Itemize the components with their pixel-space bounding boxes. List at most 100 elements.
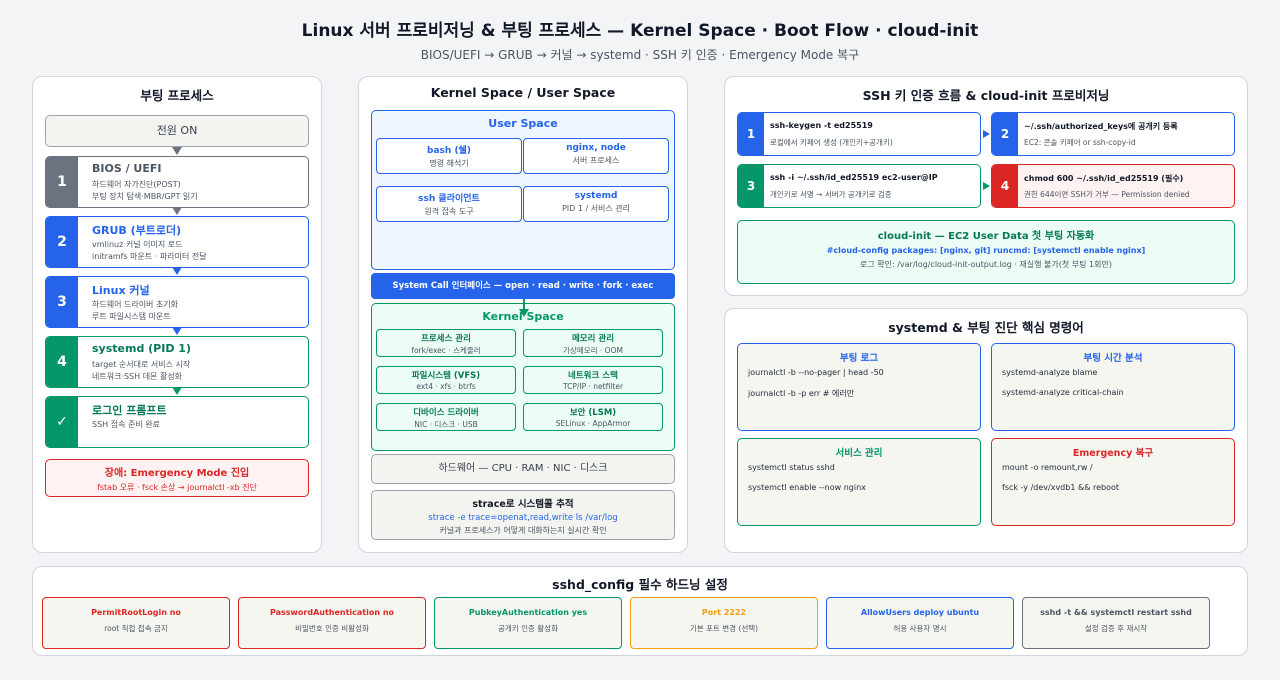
item-title: 메모리 관리 (571, 334, 615, 344)
cloud-init-title: cloud-init — EC2 User Data 첫 부팅 자동화 (877, 231, 1095, 242)
ssh-step-keygen: 1 ssh-keygen -t ed25519 로컬에서 키페어 생성 (개인키… (737, 112, 981, 156)
item-desc: 명령 해석기 (429, 159, 469, 168)
boot-step-grub: 2 GRUB (부트로더) vmlinuz 커널 이미지 로드 initramf… (45, 216, 309, 268)
item-title: 네트워크 스택 (568, 371, 618, 381)
sshd-item-pubkey-auth: PubkeyAuthentication yes 공개키 인증 활성화 (434, 597, 622, 649)
cmd-line: systemd-analyze critical-chain (1002, 388, 1124, 397)
cmd-line: fsck -y /dev/xvdb1 && reboot (1002, 483, 1120, 492)
step-number: 4 (992, 165, 1018, 207)
cloud-init-desc: 로그 확인: /var/log/cloud-init-output.log · … (860, 260, 1112, 269)
boot-step-systemd: 4 systemd (PID 1) target 순서대로 서비스 시작 네트워… (45, 336, 309, 388)
step-title: systemd (PID 1) (92, 342, 191, 355)
fault-desc: fstab 오류 · fsck 손상 → journalctl -xb 진단 (97, 483, 257, 492)
boot-process-panel: 부팅 프로세스 전원 ON 1 BIOS / UEFI 하드웨어 자가진단(PO… (32, 76, 322, 553)
step-title: ~/.ssh/authorized_keys에 공개키 등록 (1024, 122, 1178, 131)
item-title: ssh 클라이언트 (418, 194, 480, 204)
step-desc: 권한 644이면 SSH가 거부 — Permission denied (1024, 190, 1190, 199)
step-number: 2 (46, 217, 78, 267)
item-desc: NIC · 디스크 · USB (414, 420, 478, 429)
step-desc: 네트워크·SSH 데몬 활성화 (92, 372, 183, 381)
sshd-item-desc: 설정 검증 후 재시작 (1084, 624, 1148, 633)
step-title: 로그인 프롬프트 (92, 404, 167, 417)
step-number: 3 (738, 165, 764, 207)
boot-step-bios: 1 BIOS / UEFI 하드웨어 자가진단(POST) 부팅 장치 탐색·M… (45, 156, 309, 208)
step-title: Linux 커널 (92, 284, 150, 297)
step-desc: 개인키로 서명 → 서버가 공개키로 검증 (770, 190, 892, 199)
strace-command: strace -e trace=openat,read,write ls /va… (428, 513, 618, 523)
arrow-down-icon (172, 267, 182, 275)
hardware-box: 하드웨어 — CPU · RAM · NIC · 디스크 (371, 454, 675, 484)
sshd-item-title: sshd -t && systemctl restart sshd (1040, 608, 1192, 617)
boot-panel-title: 부팅 프로세스 (140, 88, 214, 103)
step-desc: vmlinuz 커널 이미지 로드 (92, 240, 183, 249)
system-call-bar: System Call 인터페이스 — open · read · write … (371, 273, 675, 299)
cmd-line: systemd-analyze blame (1002, 368, 1098, 377)
kernel-item-process: 프로세스 관리 fork/exec · 스케줄러 (376, 329, 516, 357)
check-icon: ✓ (46, 397, 78, 447)
arrow-right-icon (983, 130, 990, 138)
step-desc: EC2: 콘솔 키페어 or ssh-copy-id (1024, 138, 1136, 147)
item-desc: 서버 프로세스 (572, 156, 620, 165)
cmd-title: Emergency 복구 (1072, 448, 1154, 459)
page-subtitle: BIOS/UEFI → GRUB → 커널 → systemd · SSH 키 … (420, 48, 860, 62)
kernel-panel-title: Kernel Space / User Space (430, 85, 616, 100)
step-desc: SSH 접속 준비 완료 (92, 420, 160, 429)
strace-box: strace로 시스템콜 추적 strace -e trace=openat,r… (371, 490, 675, 540)
ssh-step-connect: 3 ssh -i ~/.ssh/id_ed25519 ec2-user@IP 개… (737, 164, 981, 208)
arrow-down-icon (172, 387, 182, 395)
sshd-item-title: PasswordAuthentication no (269, 608, 395, 617)
cmd-box-boot-time: 부팅 시간 분석 systemd-analyze blame systemd-a… (991, 343, 1235, 431)
kernel-item-memory: 메모리 관리 가상메모리 · OOM (523, 329, 663, 357)
item-desc: 가상메모리 · OOM (563, 346, 623, 355)
cmd-line: mount -o remount,rw / (1002, 463, 1093, 472)
item-title: 파일시스템 (VFS) (411, 371, 481, 381)
arrow-down-icon (172, 207, 182, 215)
sshd-item-desc: 공개키 인증 활성화 (498, 624, 558, 633)
step-desc: 하드웨어 드라이버 초기화 (92, 300, 179, 309)
cmd-title: 부팅 로그 (839, 353, 879, 364)
step-desc: target 순서대로 서비스 시작 (92, 360, 191, 369)
user-space-item-ssh: ssh 클라이언트 원격 접속 도구 (376, 186, 522, 222)
arrow-down-icon (172, 147, 182, 155)
step-number: 1 (738, 113, 764, 155)
step-desc: 루트 파일시스템 마운트 (92, 312, 171, 321)
sshd-config-panel: sshd_config 필수 하드닝 설정 PermitRootLogin no… (32, 566, 1248, 656)
item-title: nginx, node (566, 143, 626, 153)
cmd-line: journalctl -b --no-pager | head -50 (748, 368, 884, 377)
kernel-item-vfs: 파일시스템 (VFS) ext4 · xfs · btrfs (376, 366, 516, 394)
item-desc: PID 1 / 서비스 관리 (561, 204, 631, 213)
cmd-line: systemctl enable --now nginx (748, 483, 866, 492)
sshd-item-desc: 비밀번호 인증 비활성화 (295, 624, 369, 633)
ssh-step-chmod: 4 chmod 600 ~/.ssh/id_ed25519 (필수) 권한 64… (991, 164, 1235, 208)
power-on-box: 전원 ON (45, 115, 309, 147)
boot-step-kernel: 3 Linux 커널 하드웨어 드라이버 초기화 루트 파일시스템 마운트 (45, 276, 309, 328)
step-title: BIOS / UEFI (92, 162, 162, 175)
strace-title: strace로 시스템콜 추적 (472, 499, 574, 510)
item-desc: fork/exec · 스케줄러 (411, 346, 481, 355)
cloud-init-box: cloud-init — EC2 User Data 첫 부팅 자동화 #clo… (737, 220, 1235, 284)
sshd-item-title: PubkeyAuthentication yes (468, 608, 588, 617)
kernel-item-drivers: 디바이스 드라이버 NIC · 디스크 · USB (376, 403, 516, 431)
cmd-box-service: 서비스 관리 systemctl status sshd systemctl e… (737, 438, 981, 526)
arrow-down-icon (172, 327, 182, 335)
arrow-down-icon (519, 309, 529, 317)
sshd-item-port: Port 2222 기본 포트 변경 (선택) (630, 597, 818, 649)
step-desc: 로컬에서 키페어 생성 (개인키+공개키) (770, 138, 893, 147)
diagnostic-commands-panel: systemd & 부팅 진단 핵심 명령어 부팅 로그 journalctl … (724, 308, 1248, 553)
strace-desc: 커널과 프로세스가 어떻게 대화하는지 실시간 확인 (439, 526, 607, 535)
sshd-item-desc: 기본 포트 변경 (선택) (689, 624, 759, 633)
ssh-step-authorized-keys: 2 ~/.ssh/authorized_keys에 공개키 등록 EC2: 콘솔… (991, 112, 1235, 156)
user-space-item-bash: bash (쉘) 명령 해석기 (376, 138, 522, 174)
step-desc: initramfs 마운트 · 파라미터 전달 (92, 252, 207, 261)
sshd-item-permit-root: PermitRootLogin no root 직접 접속 금지 (42, 597, 230, 649)
item-desc: TCP/IP · netfilter (562, 382, 624, 391)
commands-panel-title: systemd & 부팅 진단 핵심 명령어 (888, 320, 1084, 335)
fault-title: 장애: Emergency Mode 진입 (104, 468, 250, 479)
kernel-space-panel: Kernel Space / User Space User Space bas… (358, 76, 688, 553)
step-number: 3 (46, 277, 78, 327)
user-space-item-systemd: systemd PID 1 / 서비스 관리 (523, 186, 669, 222)
sshd-item-allow-users: AllowUsers deploy ubuntu 허용 사용자 명시 (826, 597, 1014, 649)
sshd-item-desc: 허용 사용자 명시 (893, 624, 947, 633)
sshd-item-title: AllowUsers deploy ubuntu (860, 608, 980, 617)
step-number: 2 (992, 113, 1018, 155)
